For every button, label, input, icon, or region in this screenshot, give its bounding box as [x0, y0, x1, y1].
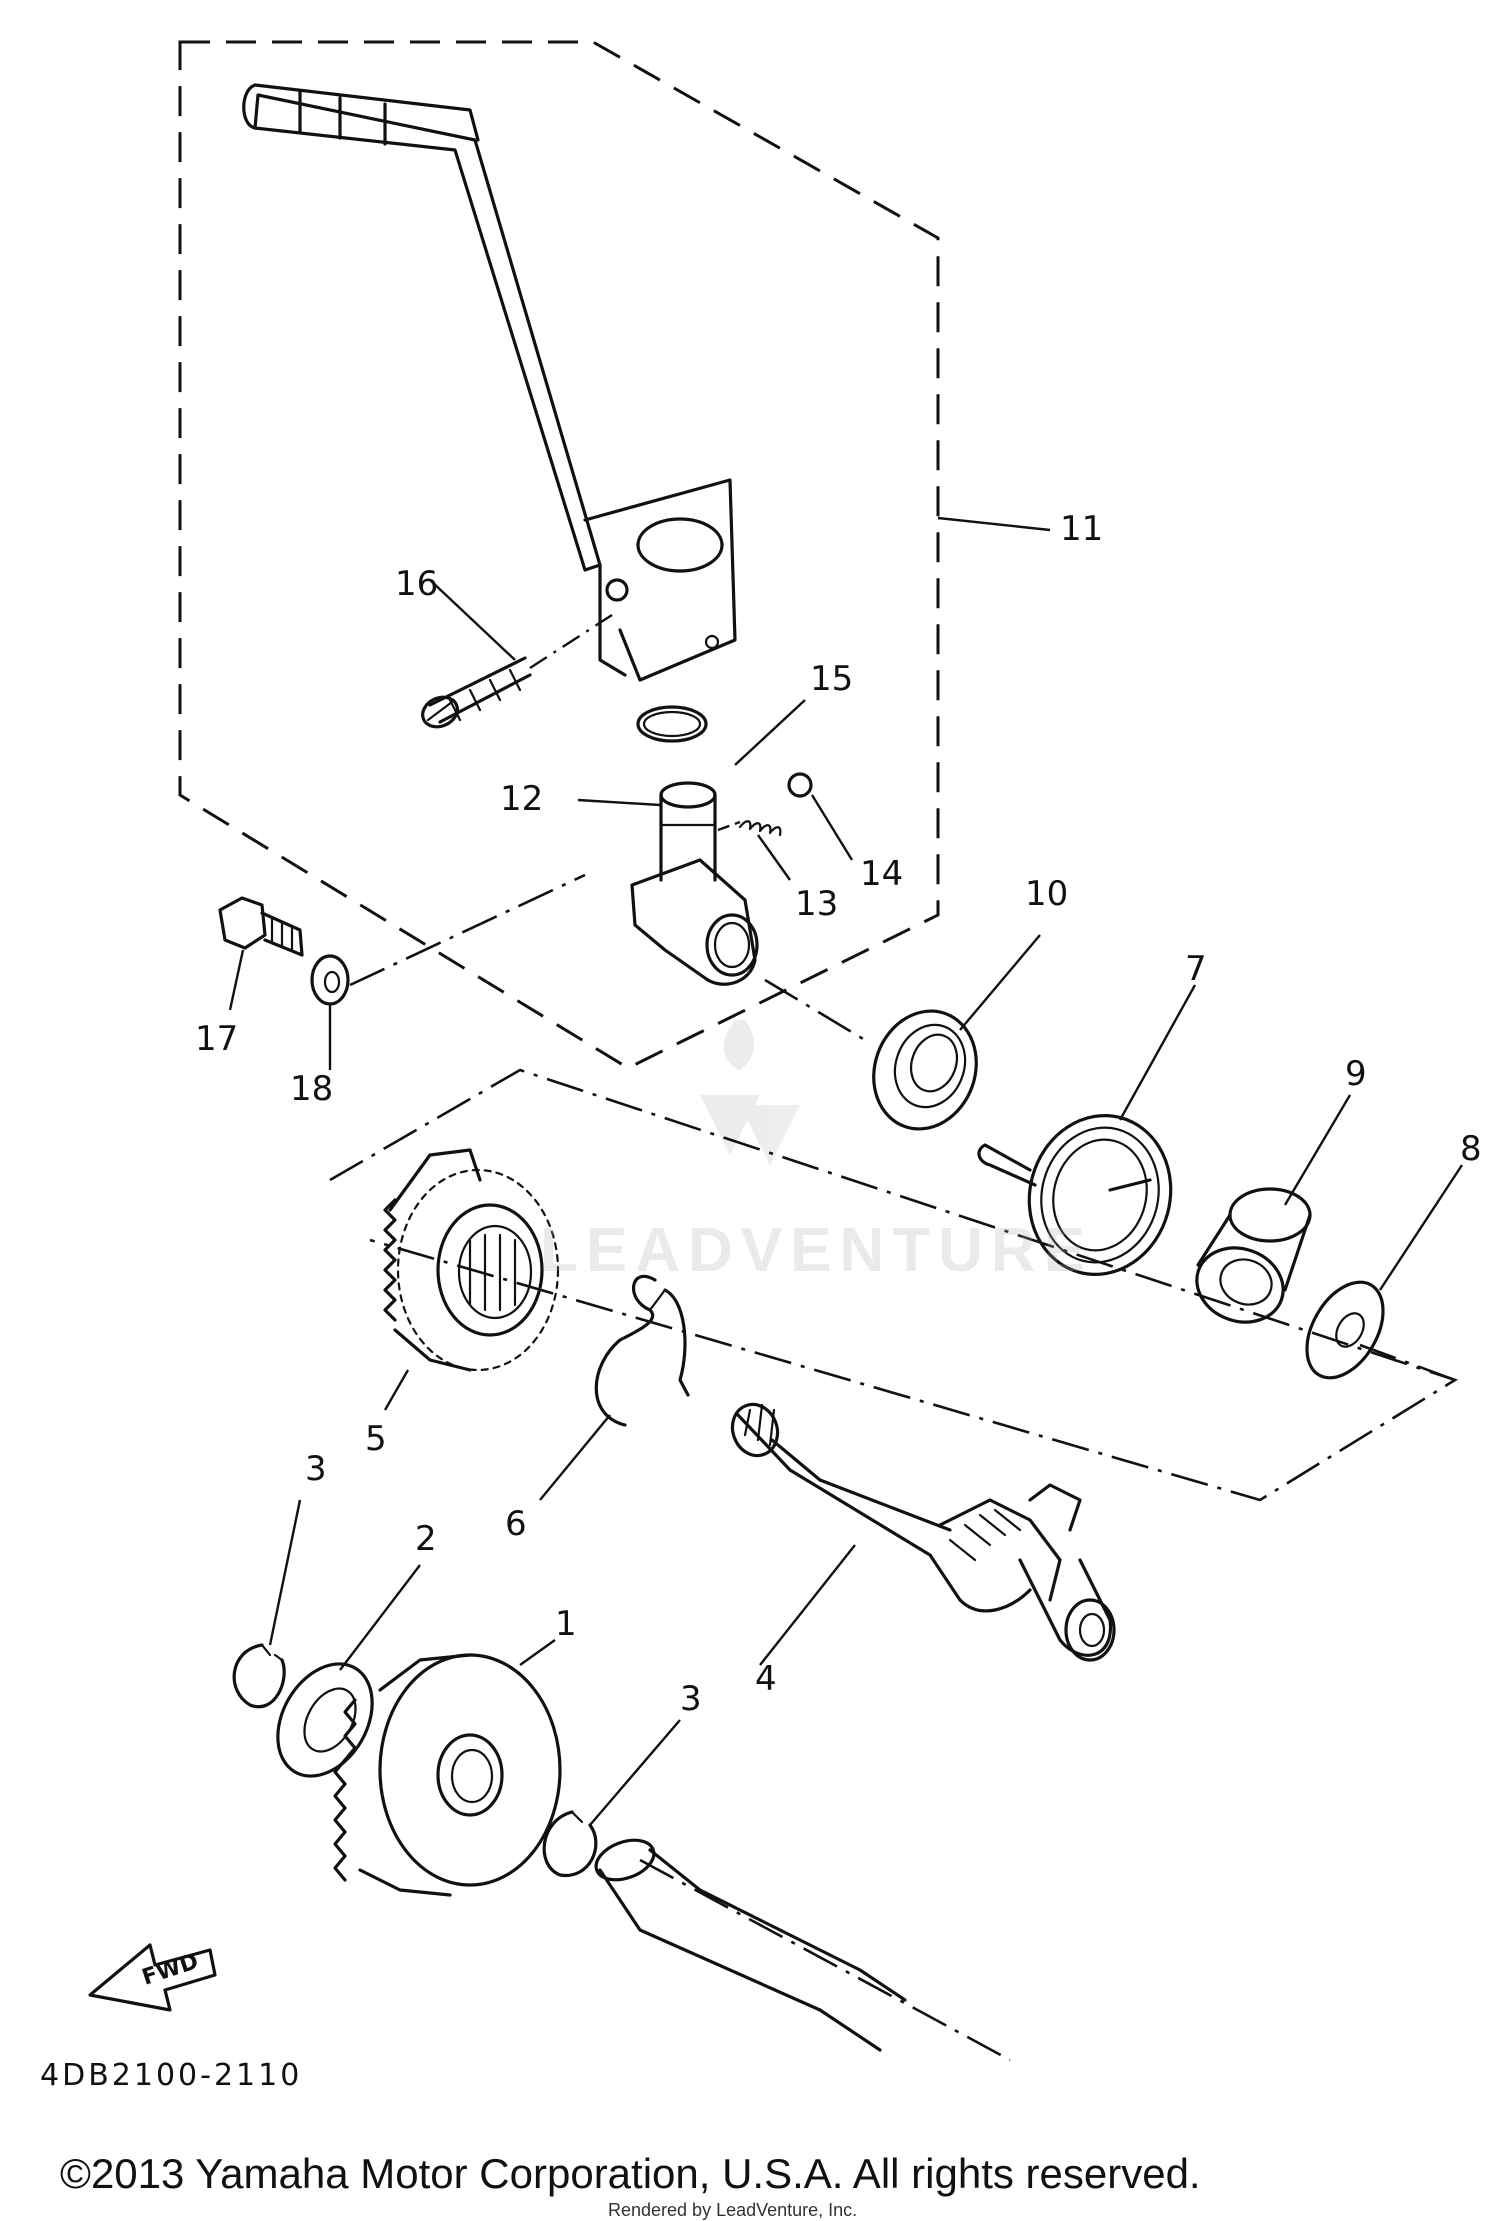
callout-8: 8	[1460, 1129, 1482, 1169]
bolt-17	[218, 896, 304, 957]
screw-16	[421, 613, 613, 729]
clip-6	[594, 1274, 690, 1427]
kick-gear-1	[333, 1653, 562, 1897]
o-ring-15	[636, 705, 708, 743]
callout-9: 9	[1345, 1054, 1367, 1094]
oil-seal-10	[872, 1009, 978, 1131]
spring-13	[717, 820, 782, 837]
copyright-notice: ©2013 Yamaha Motor Corporation, U.S.A. A…	[60, 2150, 1201, 2197]
callout-4: 4	[755, 1659, 777, 1699]
callout-15: 15	[810, 659, 853, 699]
callout-6: 6	[505, 1504, 527, 1544]
rendered-by-credit: Rendered by LeadVenture, Inc.	[608, 2200, 858, 2220]
leadventure-watermark-logo	[700, 1020, 800, 1165]
kick-boss-12	[630, 781, 759, 986]
watermark-text: LEADVENTURE	[540, 1216, 1094, 1285]
callout-labels: 11 16 15 12 13 14 17 18 10 7 9 8 5 6 3 2…	[195, 509, 1482, 1719]
ratchet-5	[383, 1148, 560, 1372]
fwd-label: FWD	[139, 1949, 201, 1991]
callout-14: 14	[860, 854, 903, 894]
diagram-part-code: 4DB2100-2110	[40, 2058, 303, 2093]
transmission-shaft	[594, 1838, 1011, 2062]
assembly-frame	[329, 1068, 1459, 1502]
callout-3-right: 3	[680, 1679, 702, 1719]
callout-17: 17	[195, 1019, 238, 1059]
kick-axle-4	[730, 1402, 1116, 1662]
callout-13: 13	[795, 884, 838, 924]
callout-7: 7	[1185, 949, 1207, 989]
kick-crank-assembly-outline	[178, 40, 940, 1070]
callout-10: 10	[1025, 874, 1068, 914]
spring-guide-9	[1195, 1187, 1312, 1324]
circlip-3-right	[542, 1810, 598, 1877]
kick-crank-lever	[242, 83, 737, 682]
callout-1: 1	[555, 1604, 577, 1644]
washer-18	[310, 954, 350, 1006]
callout-12: 12	[500, 779, 543, 819]
centerline-8	[1359, 1343, 1456, 1382]
washer-8	[1305, 1280, 1385, 1380]
ball-14	[787, 772, 813, 798]
callout-3-left: 3	[305, 1449, 327, 1489]
callout-5: 5	[365, 1419, 387, 1459]
callout-leaders	[228, 516, 1464, 1826]
centerline-upper	[349, 873, 866, 1042]
fwd-arrow-icon: FWD	[88, 1943, 217, 2012]
callout-2: 2	[415, 1519, 437, 1559]
callout-11: 11	[1060, 509, 1103, 549]
circlip-3-left	[232, 1643, 286, 1709]
washer-2	[276, 1662, 374, 1778]
callout-16: 16	[395, 564, 438, 604]
callout-18: 18	[290, 1069, 333, 1109]
